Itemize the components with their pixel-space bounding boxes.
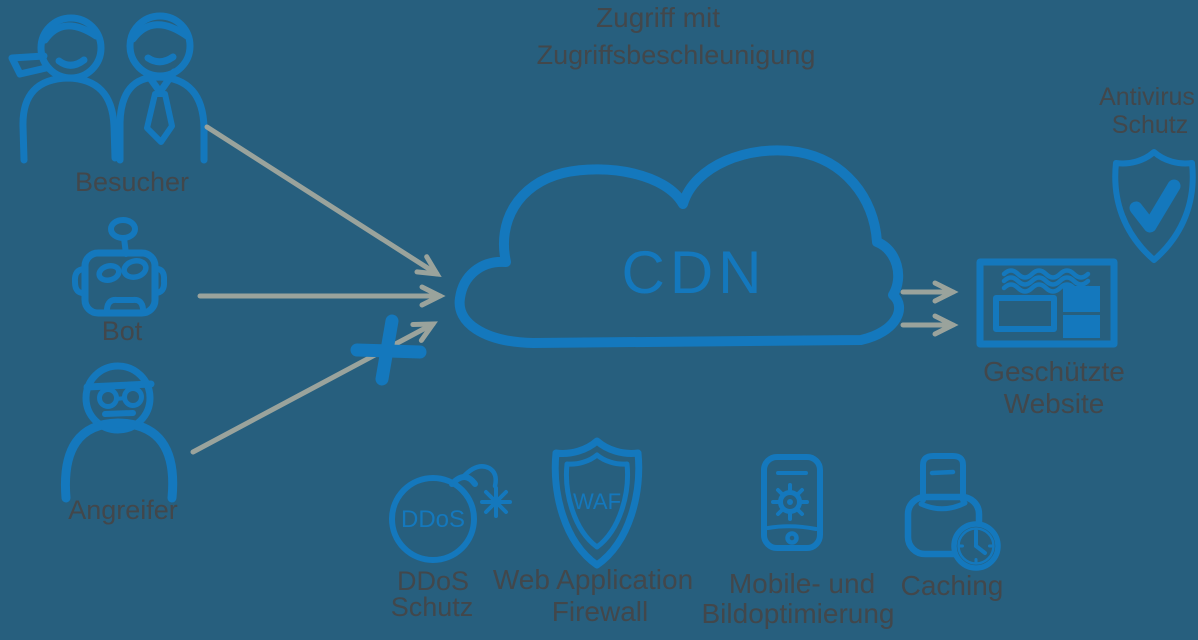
bot-label: Bot bbox=[101, 316, 143, 346]
mobile-label-line1: Mobile- und bbox=[728, 568, 876, 599]
mobile-label-line2: Bildoptimierung bbox=[701, 598, 895, 629]
cdn-cloud-icon bbox=[454, 145, 905, 348]
waf-label-line2: Firewall bbox=[551, 596, 649, 627]
attacker-icon bbox=[60, 362, 178, 503]
header-line1: Zugriff mit bbox=[596, 2, 720, 33]
waf-badge: WAF bbox=[572, 489, 622, 514]
ddos-label-line2: Schutz bbox=[390, 592, 474, 622]
website-label-line2: Website bbox=[1003, 388, 1105, 419]
caching-label: Caching bbox=[900, 570, 1004, 601]
spark-icon bbox=[480, 486, 512, 518]
ddos-badge: DDoS bbox=[400, 506, 466, 533]
arrow-visitors-to-cdn bbox=[204, 124, 442, 278]
header-line2: Zugriffsbeschleunigung bbox=[536, 40, 816, 70]
attacker-label: Angreifer bbox=[68, 495, 178, 525]
ddos-label-line1: DDoS bbox=[396, 566, 470, 596]
robot-icon bbox=[71, 217, 168, 317]
antivirus-label-line2: Schutz bbox=[1111, 111, 1189, 139]
arrow-attacker-to-cdn bbox=[190, 321, 438, 455]
visitors-icon bbox=[8, 12, 208, 164]
bomb-icon bbox=[389, 464, 512, 563]
clock-icon bbox=[951, 521, 1001, 571]
caching-clock-icon bbox=[904, 453, 1001, 571]
waf-shield-icon bbox=[551, 437, 643, 569]
blocked-cross-icon bbox=[350, 314, 427, 386]
cdn-label: CDN bbox=[621, 239, 767, 306]
website-icon bbox=[976, 258, 1118, 348]
waf-label-line1: Web Application bbox=[492, 564, 694, 595]
shield-check-icon bbox=[1112, 149, 1196, 263]
visitors-label: Besucher bbox=[74, 167, 190, 197]
gear-icon bbox=[771, 483, 809, 521]
mobile-phone-icon bbox=[761, 454, 823, 551]
antivirus-label-line1: Antivirus bbox=[1099, 83, 1195, 111]
website-label-line1: Geschützte bbox=[983, 356, 1125, 387]
